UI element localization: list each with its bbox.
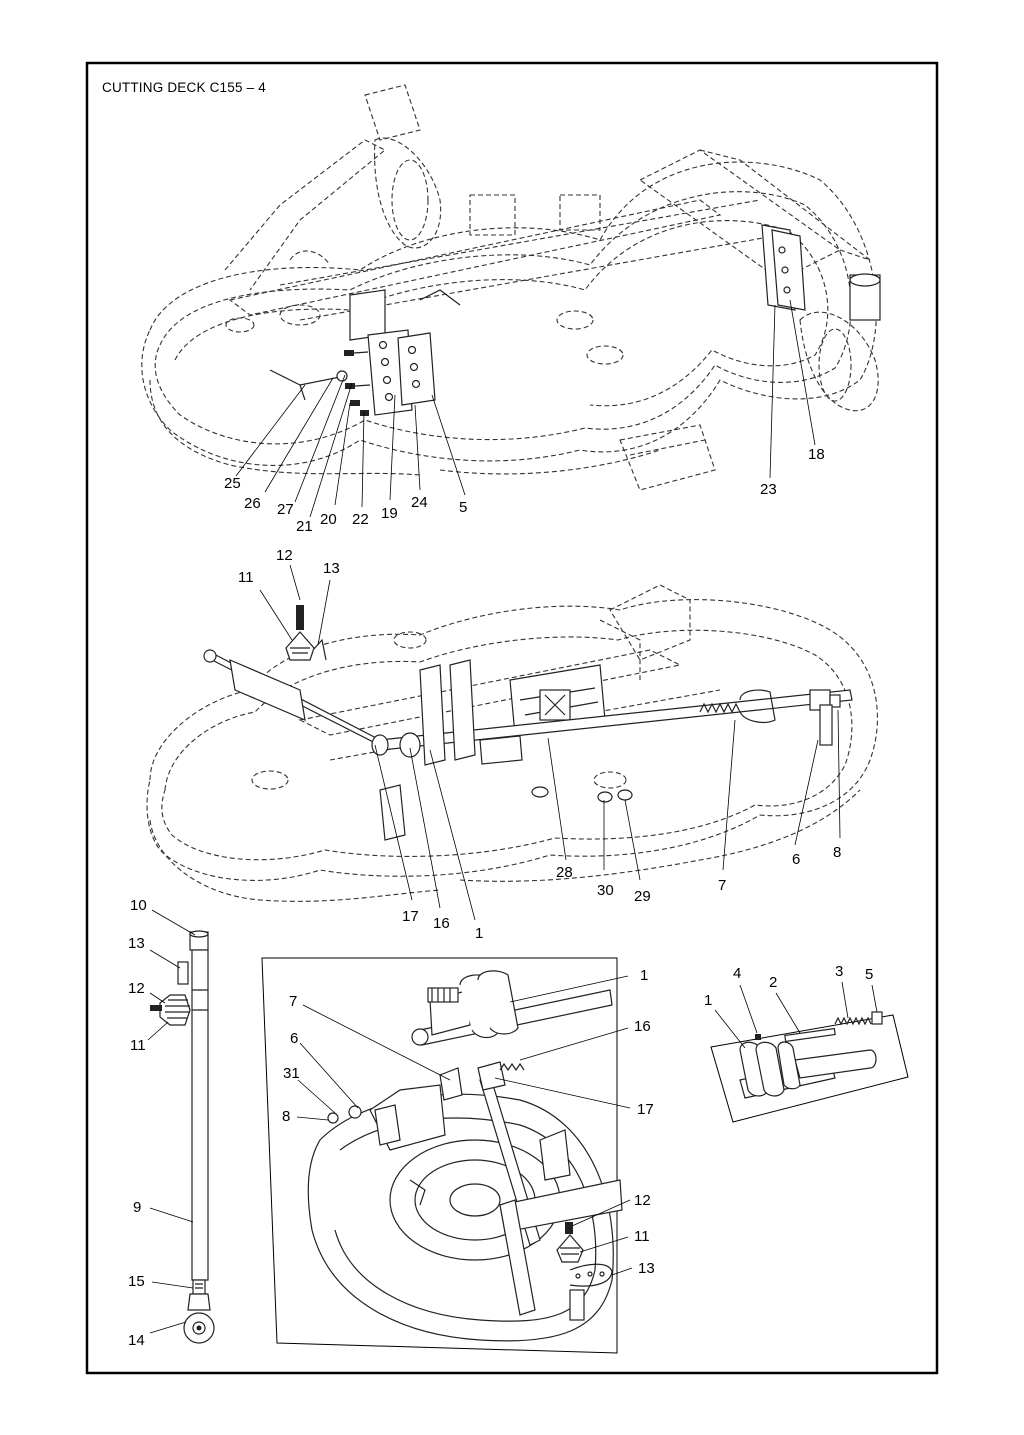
callout-19: 19	[381, 505, 398, 522]
callout-15: 15	[128, 1273, 145, 1290]
callout-3: 3	[835, 963, 843, 980]
callout-8: 8	[833, 844, 841, 861]
callout-26: 26	[244, 495, 261, 512]
callout-24: 24	[411, 494, 428, 511]
callout-10: 10	[130, 897, 147, 914]
callout-11: 11	[634, 1228, 650, 1245]
callout-17: 17	[637, 1101, 654, 1118]
inset-leader-lines	[714, 981, 878, 1049]
callout-25: 25	[224, 475, 241, 492]
rod-callouts: 10 13 12 11 9 15 14	[128, 897, 147, 1349]
callout-13: 13	[323, 560, 340, 577]
callout-1: 1	[640, 967, 648, 984]
detail-view	[261, 957, 623, 1354]
rod-leader-lines	[147, 909, 196, 1334]
callout-6: 6	[290, 1030, 298, 1047]
callout-5: 5	[865, 966, 873, 983]
callout-21: 21	[296, 518, 313, 535]
callout-7: 7	[718, 877, 726, 894]
top-deck-assembly	[141, 84, 881, 491]
adjustment-rod	[150, 930, 215, 1344]
middle-callouts: 11 12 13 17 16 1 28 30 29 7 6 8	[238, 547, 841, 942]
detail-callouts: 1 7 16 6 31 8 17 12 11 13	[282, 967, 655, 1277]
callout-1: 1	[704, 992, 712, 1009]
top-leader-lines	[235, 299, 816, 518]
callout-29: 29	[634, 888, 651, 905]
spring-inset-frame	[710, 1014, 909, 1123]
callout-16: 16	[433, 915, 450, 932]
callout-13: 13	[638, 1260, 655, 1277]
callout-12: 12	[634, 1192, 651, 1209]
sheet-frame	[85, 61, 939, 1375]
callout-17: 17	[402, 908, 419, 925]
top-callouts: 25 26 27 21 20 22 19 24 5 23 18	[224, 446, 825, 535]
callout-20: 20	[320, 511, 337, 528]
callout-6: 6	[792, 851, 800, 868]
callout-11: 11	[130, 1037, 146, 1054]
page-title: CUTTING DECK C155 – 4	[102, 80, 266, 95]
callout-28: 28	[556, 864, 573, 881]
detail-view-frame	[261, 957, 618, 1354]
callout-2: 2	[769, 974, 777, 991]
middle-leader-lines	[259, 564, 841, 921]
middle-deck-assembly	[146, 584, 878, 902]
callout-23: 23	[760, 481, 777, 498]
callout-11: 11	[238, 569, 254, 586]
callout-8: 8	[282, 1108, 290, 1125]
callout-31: 31	[283, 1065, 300, 1082]
callout-13: 13	[128, 935, 145, 952]
callout-16: 16	[634, 1018, 651, 1035]
callout-14: 14	[128, 1332, 145, 1349]
callout-12: 12	[128, 980, 145, 997]
spring-inset	[710, 1011, 909, 1123]
callout-4: 4	[733, 965, 741, 982]
inset-callouts: 1 4 2 3 5	[704, 963, 873, 1009]
callout-27: 27	[277, 501, 294, 518]
callout-18: 18	[808, 446, 825, 463]
callout-30: 30	[597, 882, 614, 899]
callout-22: 22	[352, 511, 369, 528]
callout-1: 1	[475, 925, 483, 942]
callout-12: 12	[276, 547, 293, 564]
callout-5: 5	[459, 499, 467, 516]
callout-9: 9	[133, 1199, 141, 1216]
callout-7: 7	[289, 993, 297, 1010]
detail-leader-lines	[296, 975, 633, 1276]
